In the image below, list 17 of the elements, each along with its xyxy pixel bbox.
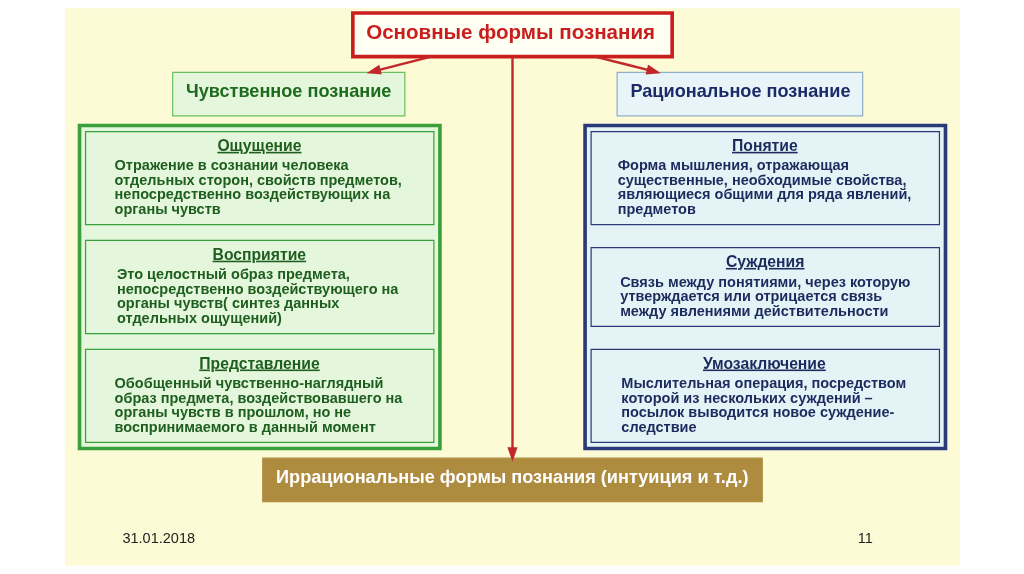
arrow xyxy=(506,57,518,462)
cluster xyxy=(582,123,947,451)
node-box: Представление Обобщенный чувственно-наглядный образ предмета, воздействовавшего на органы чувств в прошлом, но не воспринимаемого в данный момент xyxy=(84,348,434,444)
label: 31.01.2018 xyxy=(121,529,195,546)
node-box: Чувственное познание xyxy=(171,71,405,117)
arrow xyxy=(365,55,432,75)
node-box: Ощущение Отражение в сознании человека отдельных сторон, свойств предметов, непосредственно воздействующих на органы чувств xyxy=(84,130,434,226)
arrow xyxy=(594,55,661,75)
node-box: Суждения Связь между понятиями, через которую утверждается или отрицается связь между явлениями действительности xyxy=(590,247,940,327)
node-box: Восприятие Это целостный образ предмета, непосредственно воздействующего на органы чувств( синтез данных отдельных ощущений) xyxy=(84,239,434,335)
label: 11 xyxy=(857,529,873,546)
node-box: Рациональное познание xyxy=(616,71,863,117)
node-box: Основные формы познания xyxy=(350,11,674,59)
cluster xyxy=(77,123,442,451)
node-box: Умозаключение Мыслительная операция, посредством которой из нескольких суждений – посылок выводится новое суждение-следствие xyxy=(590,348,940,444)
node-box: Иррациональные формы познания (интуиция и т.д.) xyxy=(261,457,763,503)
node-box: Понятие Форма мышления, отражающая существенные, необходимые свойства, являющиеся общими для ряда явлений, предметов xyxy=(590,130,940,226)
